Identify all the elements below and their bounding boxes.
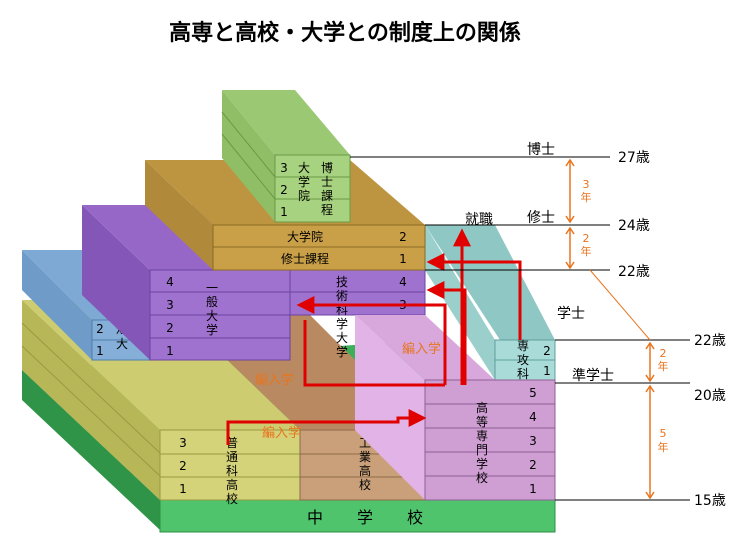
tech-year-4: 4: [399, 275, 407, 289]
kosen-label-6: 校: [476, 470, 488, 485]
age-24: 24歳: [618, 218, 650, 234]
grad-year-2: 2: [399, 230, 407, 244]
age-27: 27歳: [618, 150, 650, 166]
degree-hakushi: 博士: [527, 141, 555, 158]
dur-2a-num: 2: [583, 232, 590, 245]
doc-col2-3: 課: [321, 188, 333, 203]
arrow-hs-to-kosen: [226, 409, 427, 445]
masters-year-1: 1: [399, 252, 407, 266]
doc-year-2: 2: [280, 183, 288, 197]
tech-label-2: 術: [336, 289, 348, 303]
hs-year-1: 1: [179, 482, 187, 496]
adv-label-3: 科: [517, 367, 529, 381]
tech-label-5: 大: [336, 331, 348, 345]
hs-label-5: 校: [226, 491, 238, 506]
advanced-course-block: 専 攻 科 2 1: [425, 225, 556, 381]
ind-label-3: 高: [359, 463, 371, 478]
doctoral-block: 3 2 1 大 学 院 博 士 課 程: [221, 90, 351, 223]
hs-year-3: 3: [179, 436, 187, 450]
uni-year-2: 2: [166, 321, 174, 335]
arrow-kosen-to-university: [296, 296, 447, 385]
ind-label-2: 業: [359, 450, 371, 464]
kosen-year-1: 1: [529, 482, 537, 496]
doc-col1-3: 院: [298, 189, 310, 203]
kosen-year-4: 4: [529, 410, 537, 424]
transfer-label-2: 編入学: [255, 372, 294, 388]
grad-school-label: 大学院: [287, 229, 323, 244]
uni-label-1: 一: [206, 281, 218, 295]
age-22: 22歳: [618, 264, 650, 280]
base-char-2: 学: [357, 508, 373, 527]
transfer-label-3: 編入学: [262, 425, 301, 441]
arrow-kosen-to-university-2: [303, 320, 445, 387]
dur-3-unit: 年: [581, 190, 592, 204]
arrow-kosen-to-tech: [426, 281, 467, 385]
uni-label-2: 般: [206, 294, 218, 309]
base-char-3: 校: [407, 508, 423, 527]
doc-col2-1: 博: [321, 160, 333, 175]
doc-col2-2: 士: [321, 175, 333, 189]
dur-5-num: 5: [660, 427, 667, 440]
hs-year-2: 2: [179, 459, 187, 473]
diagram-title: 高専と高校・大学との制度上の関係: [169, 20, 521, 46]
adv-year-1: 1: [543, 364, 551, 378]
jc-year-1: 1: [96, 344, 104, 358]
age-scale: [350, 156, 690, 501]
kosen-label-2: 等: [476, 415, 488, 429]
masters-label: 修士課程: [281, 251, 329, 266]
jc-label-2: 大: [116, 337, 128, 351]
dur-2b-num: 2: [660, 347, 667, 360]
hs-label-3: 科: [226, 464, 238, 478]
age-20: 20歳: [694, 388, 726, 404]
transfer-label-1: 編入学: [402, 341, 441, 357]
arrow-advanced-to-masters: [426, 253, 522, 340]
uni-year-1: 1: [166, 344, 174, 358]
hs-label-4: 高: [226, 477, 238, 492]
tech-label-6: 学: [336, 344, 348, 359]
kosen-label-1: 高: [476, 400, 488, 415]
uni-year-3: 3: [166, 298, 174, 312]
duration-brackets: [565, 158, 655, 500]
uni-year-4: 4: [166, 275, 174, 289]
age-22b: 22歳: [694, 333, 726, 349]
degree-shushi: 修士: [527, 210, 555, 226]
kosen-label-5: 学: [476, 456, 488, 471]
degree-jungakushi: 準学士: [572, 368, 614, 384]
dur-5-unit: 年: [658, 440, 669, 454]
hs-label-2: 通: [226, 450, 238, 464]
kosen-year-5: 5: [529, 386, 537, 400]
adv-year-2: 2: [543, 344, 551, 358]
tech-label-1: 技: [336, 275, 348, 289]
tech-label-4: 学: [336, 316, 348, 331]
kosen-year-2: 2: [529, 458, 537, 472]
kosen-label-3: 専: [476, 429, 488, 443]
doc-year-1: 1: [280, 205, 288, 219]
employment-label: 就職: [465, 212, 493, 228]
degree-gakushi: 学士: [557, 306, 585, 322]
doc-col2-4: 程: [321, 202, 333, 217]
dur-2a-unit: 年: [581, 244, 592, 258]
kosen-block: 5 4 3 2 1 高 等 専 門 学 校: [355, 315, 556, 501]
kosen-year-3: 3: [529, 434, 537, 448]
uni-label-3: 大: [206, 309, 218, 323]
jc-year-2: 2: [96, 322, 104, 336]
uni-label-4: 学: [206, 322, 218, 337]
doc-year-3: 3: [280, 161, 288, 175]
masters-block: 大学院 2 修士課程 1: [145, 160, 426, 271]
kosen-label-4: 門: [476, 443, 488, 457]
doc-col1-1: 大: [298, 161, 310, 175]
age-15: 15歳: [694, 493, 726, 509]
adv-label-1: 専: [517, 339, 529, 353]
dur-3-num: 3: [583, 178, 590, 191]
adv-label-2: 攻: [517, 353, 529, 367]
doc-col1-2: 学: [298, 174, 310, 189]
ind-label-4: 校: [359, 477, 371, 492]
dur-2b-unit: 年: [658, 359, 669, 373]
transfer-arrows: [226, 228, 522, 445]
base-char-1: 中: [307, 508, 323, 527]
